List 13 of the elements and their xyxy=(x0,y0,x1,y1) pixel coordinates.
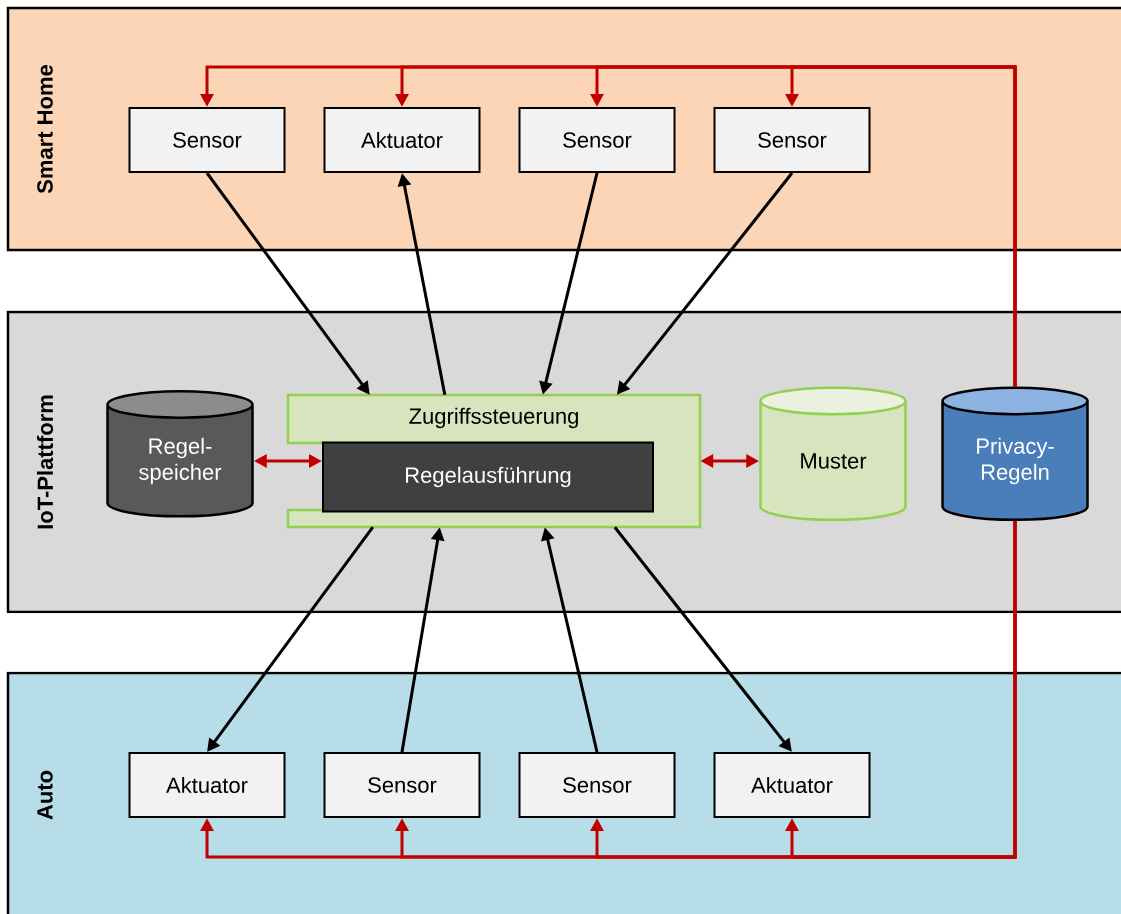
process-box: Regelausführung xyxy=(322,441,654,513)
database-cylinder: Muster xyxy=(759,386,907,522)
component-box: Sensor xyxy=(713,107,871,173)
component-box: Aktuator xyxy=(713,752,871,818)
database-cylinder: Regel-speicher xyxy=(106,390,254,518)
component-box: Aktuator xyxy=(323,107,481,173)
component-box: Sensor xyxy=(518,107,676,173)
component-box: Sensor xyxy=(323,752,481,818)
database-cylinder: Privacy-Regeln xyxy=(941,386,1089,522)
arrow xyxy=(785,521,1017,859)
component-box: Sensor xyxy=(518,752,676,818)
component-box: Aktuator xyxy=(128,752,286,818)
component-box: Sensor xyxy=(128,107,286,173)
